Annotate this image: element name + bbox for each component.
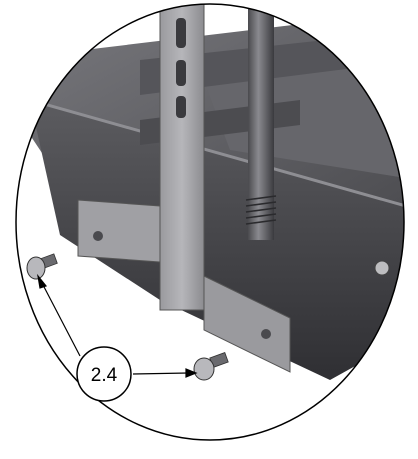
threaded-rod [248,4,274,240]
base-front-face [30,100,404,380]
base-edge-highlight [29,98,404,212]
detail-circle-outline [15,3,405,441]
callout-label: 2.4 [91,365,118,386]
bolt-upper-left [26,253,58,280]
frame-post-slots [176,18,186,118]
left-foot-bracket [77,199,161,263]
right-foot-bracket [203,275,291,373]
callout-circle [76,346,132,402]
bolt-lower [193,352,229,381]
base-screw [374,260,390,276]
frame-post [159,4,205,311]
rod-threads [245,195,277,225]
bolt-hole-left [93,231,103,241]
callout-leaders [37,273,198,378]
bolt-hole-right [261,329,271,339]
